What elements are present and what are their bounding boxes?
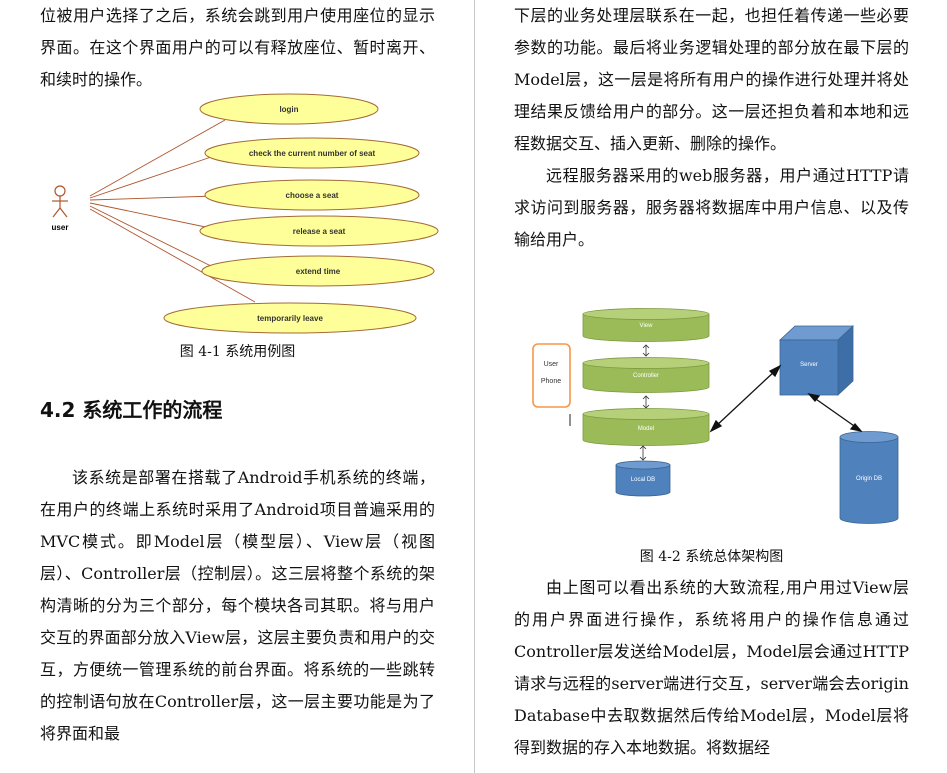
local-db-label: Local DB xyxy=(631,477,655,483)
section-heading: 4.2 系统工作的流程 xyxy=(40,398,223,422)
use-case-label-login: login xyxy=(279,105,298,114)
architecture-diagram: User Phone View Controller Model xyxy=(532,308,899,524)
right-column: 下层的业务处理层联系在一起，也担任着传递一些必要参数的功能。最后将业务逻辑处理的… xyxy=(514,0,909,256)
paragraph-flow: 由上图可以看出系统的大致流程,用户用过View层的用户界面进行操作，系统将用户的… xyxy=(514,578,909,757)
origin-db-cylinder: Origin DB xyxy=(839,431,899,524)
figure-caption-4-1: 图 4-1 系统用例图 xyxy=(179,344,296,360)
user-phone-box xyxy=(532,343,571,408)
left-column-body: 该系统是部署在搭载了Android手机系统的终端，在用户的终端上系统时采用了An… xyxy=(40,462,435,750)
use-case-release-seat xyxy=(199,215,439,247)
actor-user-icon xyxy=(52,185,68,218)
controller-layer: Controller xyxy=(582,357,710,393)
paragraph-mvc: 该系统是部署在搭载了Android手机系统的终端，在用户的终端上系统时采用了An… xyxy=(40,468,435,743)
server-label: Server xyxy=(800,362,818,368)
figure-caption-4-2: 图 4-2 系统总体架构图 xyxy=(639,549,784,565)
controller-layer-label: Controller xyxy=(633,373,659,379)
paragraph-top-left: 位被用户选择了之后，系统会跳到用户使用座位的显示界面。在这个界面用户的可以有释放… xyxy=(40,6,435,89)
right-column-body: 由上图可以看出系统的大致流程,用户用过View层的用户界面进行操作，系统将用户的… xyxy=(514,572,909,764)
use-case-login xyxy=(199,93,379,125)
user-phone-label-1: User xyxy=(544,361,559,368)
use-case-diagram: user login check the current number of s… xyxy=(52,93,439,334)
user-phone-label-2: Phone xyxy=(541,378,561,385)
use-case-choose-seat xyxy=(204,179,420,211)
use-case-label-extend-time: extend time xyxy=(296,267,341,276)
use-case-extend-time xyxy=(201,255,435,287)
local-db-cylinder: Local DB xyxy=(615,460,671,497)
use-case-temporarily-leave xyxy=(163,302,417,334)
view-layer: View xyxy=(582,308,710,342)
view-layer-label: View xyxy=(640,323,654,329)
left-column: 位被用户选择了之后，系统会跳到用户使用座位的显示界面。在这个界面用户的可以有释放… xyxy=(40,0,435,96)
column-divider xyxy=(474,0,475,773)
use-case-label-release-seat: release a seat xyxy=(293,227,346,236)
model-layer: Model xyxy=(582,408,710,446)
use-case-label-temporarily-leave: temporarily leave xyxy=(257,314,323,323)
actor-label: user xyxy=(52,223,69,232)
model-layer-label: Model xyxy=(638,426,654,432)
paragraph-server: 远程服务器采用的web服务器，用户通过HTTP请求访问到服务器，服务器将数据库中… xyxy=(514,166,909,249)
use-case-check-seat xyxy=(204,137,420,169)
server-cube: Server xyxy=(778,325,855,396)
use-case-label-choose-seat: choose a seat xyxy=(286,191,339,200)
paragraph-top-right: 下层的业务处理层联系在一起，也担任着传递一些必要参数的功能。最后将业务逻辑处理的… xyxy=(514,6,909,153)
use-case-label-check-seat: check the current number of seat xyxy=(249,149,376,158)
origin-db-label: Origin DB xyxy=(856,476,882,482)
